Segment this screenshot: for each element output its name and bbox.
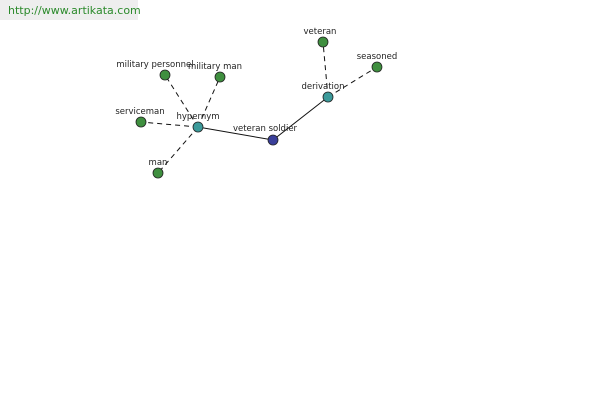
edge-veteran-soldier-to-hypernym [197, 126, 274, 141]
edge-hypernym-to-man [157, 126, 199, 174]
nodes-layer [135, 36, 383, 179]
node-seasoned[interactable] [371, 61, 383, 73]
labels-layer: veteran soldier hypernym derivation militar… [115, 27, 397, 168]
node-hypernym[interactable] [192, 121, 204, 133]
node-serviceman[interactable] [135, 116, 147, 128]
edge-hypernym-to-military-man [197, 76, 221, 128]
edge-hypernym-to-serviceman [140, 121, 199, 128]
source-url-link[interactable]: http://www.artikata.com [8, 3, 141, 17]
node-veteran[interactable] [317, 36, 329, 48]
node-military-man[interactable] [214, 71, 226, 83]
node-veteran-soldier[interactable] [267, 134, 279, 146]
node-label-derivation: derivation [301, 82, 344, 92]
node-label-man: man [149, 158, 168, 168]
node-label-serviceman: serviceman [115, 107, 164, 117]
edge-derivation-to-veteran [322, 41, 329, 98]
node-label-veteran-soldier: veteran soldier [233, 124, 298, 134]
node-derivation[interactable] [322, 91, 334, 103]
edge-veteran-soldier-to-derivation [272, 96, 329, 141]
edges-layer [140, 41, 378, 174]
node-label-hypernym: hypernym [176, 112, 219, 122]
node-man[interactable] [152, 167, 164, 179]
node-label-military-man: military man [188, 62, 242, 72]
edge-derivation-to-seasoned [327, 66, 378, 98]
source-url-banner[interactable]: http://www.artikata.com [0, 0, 141, 20]
node-label-seasoned: seasoned [357, 52, 398, 62]
edge-hypernym-to-military-personnel [164, 74, 199, 128]
node-label-veteran: veteran [304, 27, 337, 37]
node-military-personnel[interactable] [159, 69, 171, 81]
node-label-military-personnel: military personnel [116, 60, 193, 70]
